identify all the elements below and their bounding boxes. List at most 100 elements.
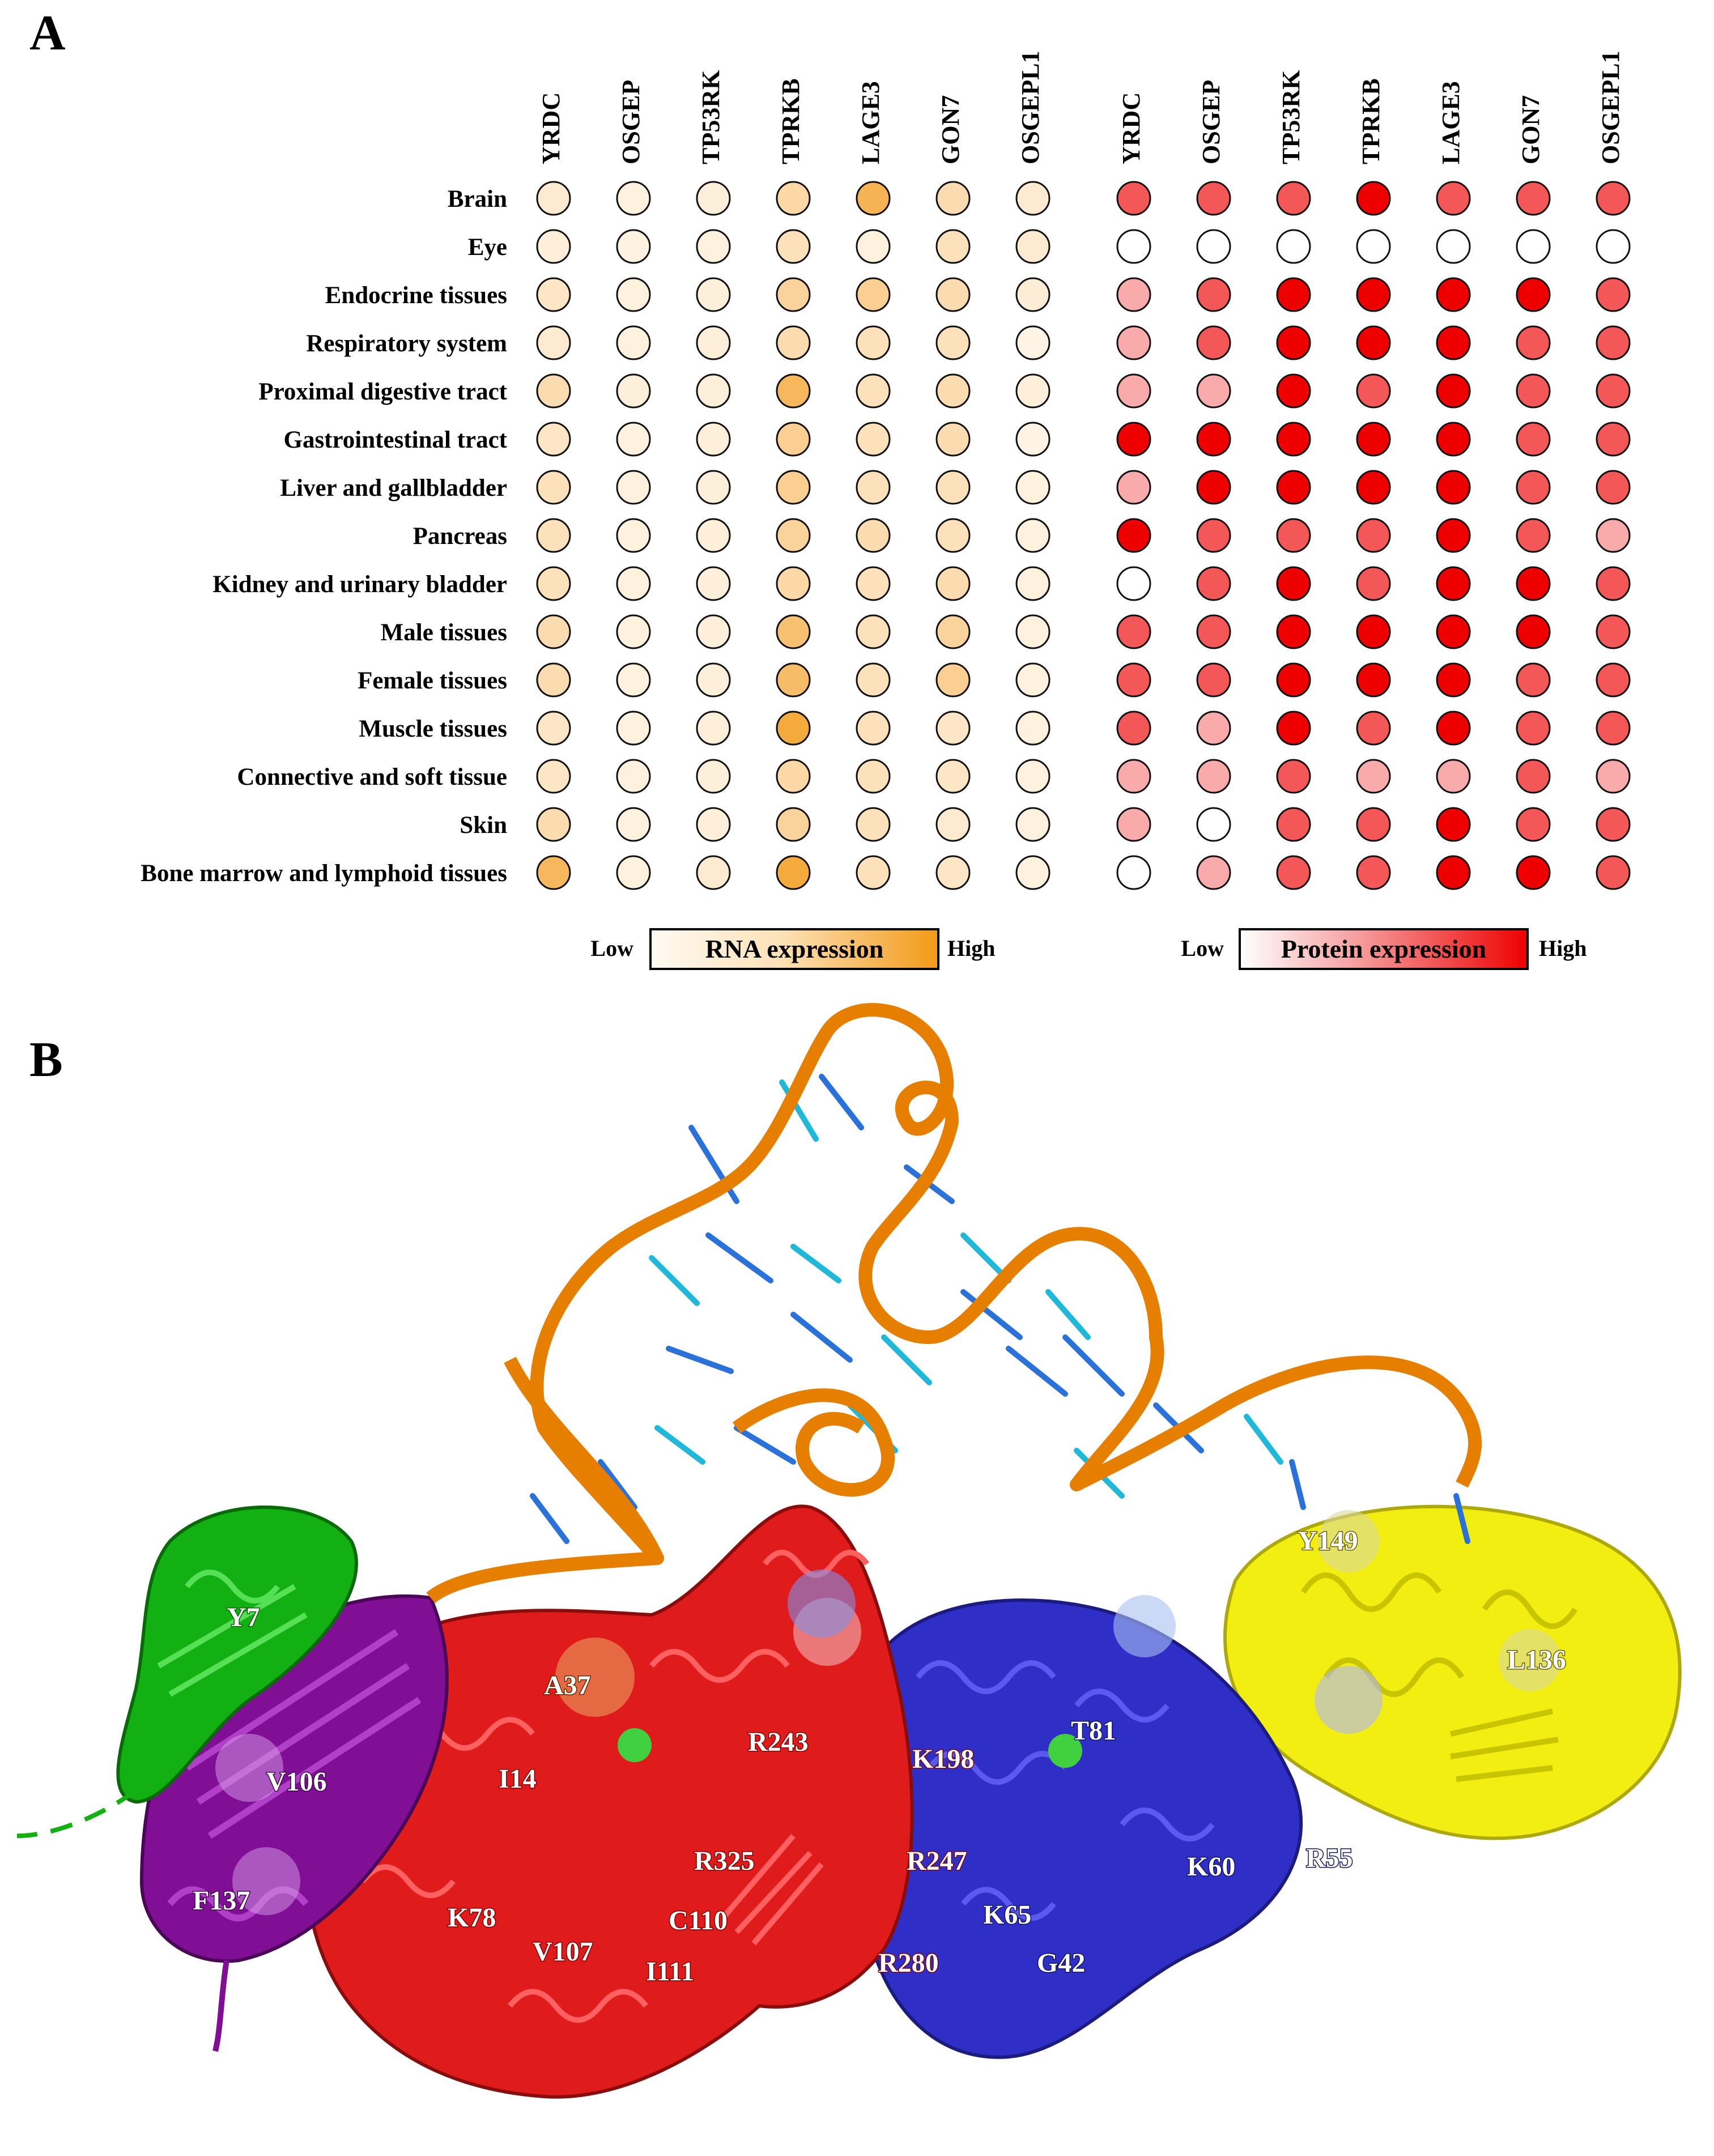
protein-legend-gradient <box>1239 928 1529 970</box>
rna-expression-dot <box>776 566 811 601</box>
protein-expression-dot <box>1196 759 1231 794</box>
rna-expression-dot <box>1015 470 1050 505</box>
protein-expression-dot <box>1196 855 1231 890</box>
rna-expression-dot <box>776 518 811 553</box>
protein-expression-dot <box>1436 373 1471 409</box>
protein-expression-dot <box>1596 855 1631 890</box>
protein-expression-dot <box>1596 229 1631 264</box>
rna-expression-dot <box>776 614 811 649</box>
rna-expression-dot <box>856 470 891 505</box>
protein-expression-dot <box>1276 807 1311 842</box>
tissue-label: Liver and gallbladder <box>280 475 507 501</box>
rna-expression-dot <box>616 277 651 312</box>
protein-expression-dot <box>1596 181 1631 216</box>
protein-expression-dot <box>1196 229 1231 264</box>
rna-expression-dot <box>616 181 651 216</box>
protein-expression-dot <box>1356 277 1391 312</box>
rna-expression-dot <box>616 711 651 746</box>
rna-expression-dot <box>1015 181 1050 216</box>
rna-expression-dot <box>696 614 731 649</box>
tissue-label: Brain <box>448 186 507 212</box>
tissue-label: Pancreas <box>413 523 507 550</box>
tissue-label: Muscle tissues <box>359 716 507 742</box>
rna-expression-dot <box>856 566 891 601</box>
residue-label: T81 <box>1071 1716 1116 1746</box>
rna-gene-header: OSGEPL1 <box>1017 51 1044 165</box>
protein-expression-dot <box>1356 325 1391 360</box>
rna-expression-dot <box>696 373 731 409</box>
protein-expression-dot <box>1356 373 1391 409</box>
tissue-label: Respiratory system <box>306 330 507 357</box>
rna-expression-dot <box>776 711 811 746</box>
protein-expression-dot <box>1356 807 1391 842</box>
rna-expression-dot <box>696 662 731 698</box>
rna-expression-dot <box>856 422 891 457</box>
rna-expression-dot <box>856 711 891 746</box>
protein-gene-header: OSGEPL1 <box>1597 51 1624 165</box>
rna-expression-dot <box>616 470 651 505</box>
protein-expression-dot <box>1436 325 1471 360</box>
protein-expression-dot <box>1596 662 1631 698</box>
rna-expression-dot <box>1015 566 1050 601</box>
protein-expression-dot <box>1596 470 1631 505</box>
protein-expression-dot <box>1276 518 1311 553</box>
protein-expression-dot <box>1116 711 1151 746</box>
rna-expression-dot <box>696 325 731 360</box>
protein-expression-dot <box>1116 277 1151 312</box>
rna-expression-dot <box>696 566 731 601</box>
protein-expression-dot <box>1436 807 1471 842</box>
blue-chain <box>850 1598 1303 2059</box>
residue-label: L136 <box>1507 1645 1566 1675</box>
protein-expression-dot <box>1196 325 1231 360</box>
rna-expression-dot <box>696 518 731 553</box>
rna-expression-dot <box>1015 422 1050 457</box>
rna-expression-dot <box>616 759 651 794</box>
rna-expression-dot <box>536 470 571 505</box>
protein-expression-dot <box>1276 470 1311 505</box>
protein-expression-dot <box>1276 759 1311 794</box>
protein-expression-dot <box>1196 614 1231 649</box>
rna-expression-dot <box>776 662 811 698</box>
rna-expression-dot <box>935 614 971 649</box>
rna-expression-dot <box>1015 518 1050 553</box>
protein-expression-dot <box>1516 807 1551 842</box>
protein-expression-dot <box>1116 807 1151 842</box>
protein-expression-dot <box>1196 373 1231 409</box>
rna-expression-dot <box>536 614 571 649</box>
rna-expression-dot <box>935 807 971 842</box>
protein-gene-header: TPRKB <box>1357 78 1385 164</box>
protein-expression-dot <box>1516 855 1551 890</box>
rna-expression-dot <box>935 422 971 457</box>
residue-label: F137 <box>193 1886 250 1916</box>
panel-b: B <box>0 997 1714 2156</box>
rna-expression-dot <box>776 325 811 360</box>
residue-label: K65 <box>983 1900 1031 1930</box>
protein-expression-dot <box>1436 759 1471 794</box>
rna-expression-dot <box>935 566 971 601</box>
rna-expression-dot <box>935 470 971 505</box>
rna-expression-dot <box>536 229 571 264</box>
residue-label: K78 <box>448 1903 496 1933</box>
rna-legend-gradient <box>649 928 939 970</box>
protein-expression-dot <box>1116 422 1151 457</box>
red-chain <box>304 1504 914 2099</box>
protein-expression-dot <box>1276 325 1311 360</box>
rna-expression-dot <box>536 181 571 216</box>
protein-expression-dot <box>1516 470 1551 505</box>
residue-label: Y149 <box>1298 1526 1358 1556</box>
rna-expression-dot <box>1015 614 1050 649</box>
rna-gene-header: OSGEP <box>617 80 645 164</box>
rna-expression-dot <box>776 422 811 457</box>
rna-expression-dot <box>776 373 811 409</box>
protein-expression-dot <box>1116 181 1151 216</box>
rna-expression-dot <box>856 662 891 698</box>
rna-legend-label: RNA expression <box>705 934 884 963</box>
protein-legend-label: Protein expression <box>1281 934 1486 963</box>
rna-expression-dot <box>1015 325 1050 360</box>
protein-expression-dot <box>1596 711 1631 746</box>
protein-expression-dot <box>1596 759 1631 794</box>
rna-expression-dot <box>1015 807 1050 842</box>
tissue-label: Proximal digestive tract <box>258 379 507 405</box>
